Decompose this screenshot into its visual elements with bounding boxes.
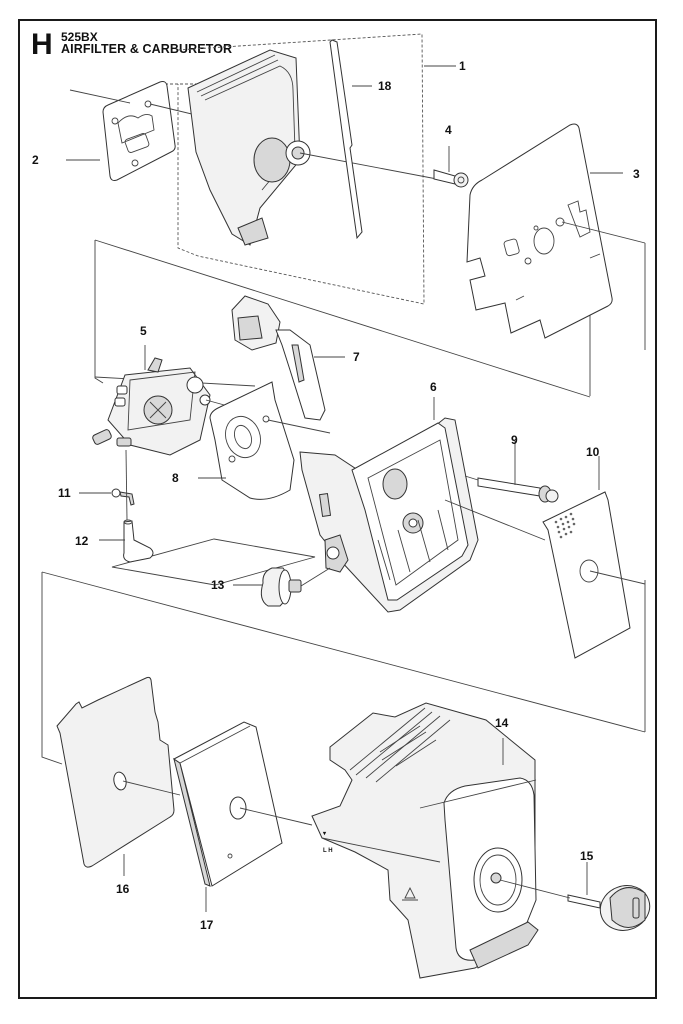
callout-2: 2 (32, 153, 39, 167)
leader-line (589, 570, 646, 585)
cover-mark-bottom: L H (323, 848, 333, 854)
part-18-strip[interactable] (329, 39, 363, 240)
assembly-1-outline (177, 33, 425, 305)
leader-line (125, 449, 128, 521)
part-11-clamp[interactable] (111, 488, 135, 506)
leader-line (561, 221, 646, 244)
callout-11: 11 (58, 486, 71, 500)
part-7-choke-lever[interactable] (231, 295, 326, 421)
callout-14: 14 (495, 716, 509, 730)
callout-5: 5 (140, 324, 147, 338)
callout-8: 8 (172, 471, 179, 485)
part-1-housing[interactable] (187, 49, 311, 246)
hose-panel (111, 538, 316, 586)
leader-line (499, 879, 571, 899)
leader-line (267, 419, 331, 434)
part-3-heat-shield[interactable] (466, 123, 613, 339)
part-16-plate[interactable] (56, 676, 175, 868)
panel-bottom-top-edge (41, 571, 646, 733)
cover-mark-top: ▾ (322, 831, 327, 837)
part-5-carburetor[interactable] (92, 357, 211, 456)
callout-7: 7 (353, 350, 360, 364)
leader-line (239, 807, 313, 826)
part-13-primer[interactable] (260, 567, 302, 607)
callout-6: 6 (430, 380, 437, 394)
callout-13: 13 (211, 578, 225, 592)
callout-1: 1 (459, 59, 466, 73)
callout-15: 15 (580, 849, 594, 863)
callout-9: 9 (511, 433, 518, 447)
leader-line (464, 475, 479, 481)
callout-10: 10 (586, 445, 600, 459)
part-10-screen[interactable] (542, 491, 631, 659)
part-9-bolt[interactable] (477, 477, 559, 503)
part-4-screw[interactable] (433, 169, 469, 188)
callout-17: 17 (200, 918, 214, 932)
diagram-frame (18, 19, 657, 999)
section-letter: H (31, 28, 53, 61)
section-panel-middle (94, 240, 104, 384)
part-2-gasket[interactable] (102, 81, 176, 181)
leader-line (300, 567, 331, 587)
diagram-title: AIRFILTER & CARBURETOR (61, 42, 233, 56)
part-8-gasket[interactable] (209, 381, 295, 500)
leader-line (444, 499, 546, 541)
part-17-foam[interactable] (173, 721, 283, 887)
part-15-knob[interactable] (567, 879, 656, 937)
leader-line (122, 780, 181, 796)
part-6-base[interactable] (299, 417, 479, 613)
section-panel-bottom (41, 572, 63, 765)
model-name: 525BX (61, 30, 98, 44)
callout-3: 3 (633, 167, 640, 181)
callout-18: 18 (378, 79, 392, 93)
part-14-cover[interactable] (311, 702, 539, 979)
callout-12: 12 (75, 534, 89, 548)
callout-16: 16 (116, 882, 130, 896)
part-12-hose[interactable] (123, 519, 154, 563)
callout-4: 4 (445, 123, 452, 137)
panel-middle-top-edge (94, 239, 591, 398)
leader-line (299, 152, 459, 184)
leader-line (69, 89, 131, 104)
